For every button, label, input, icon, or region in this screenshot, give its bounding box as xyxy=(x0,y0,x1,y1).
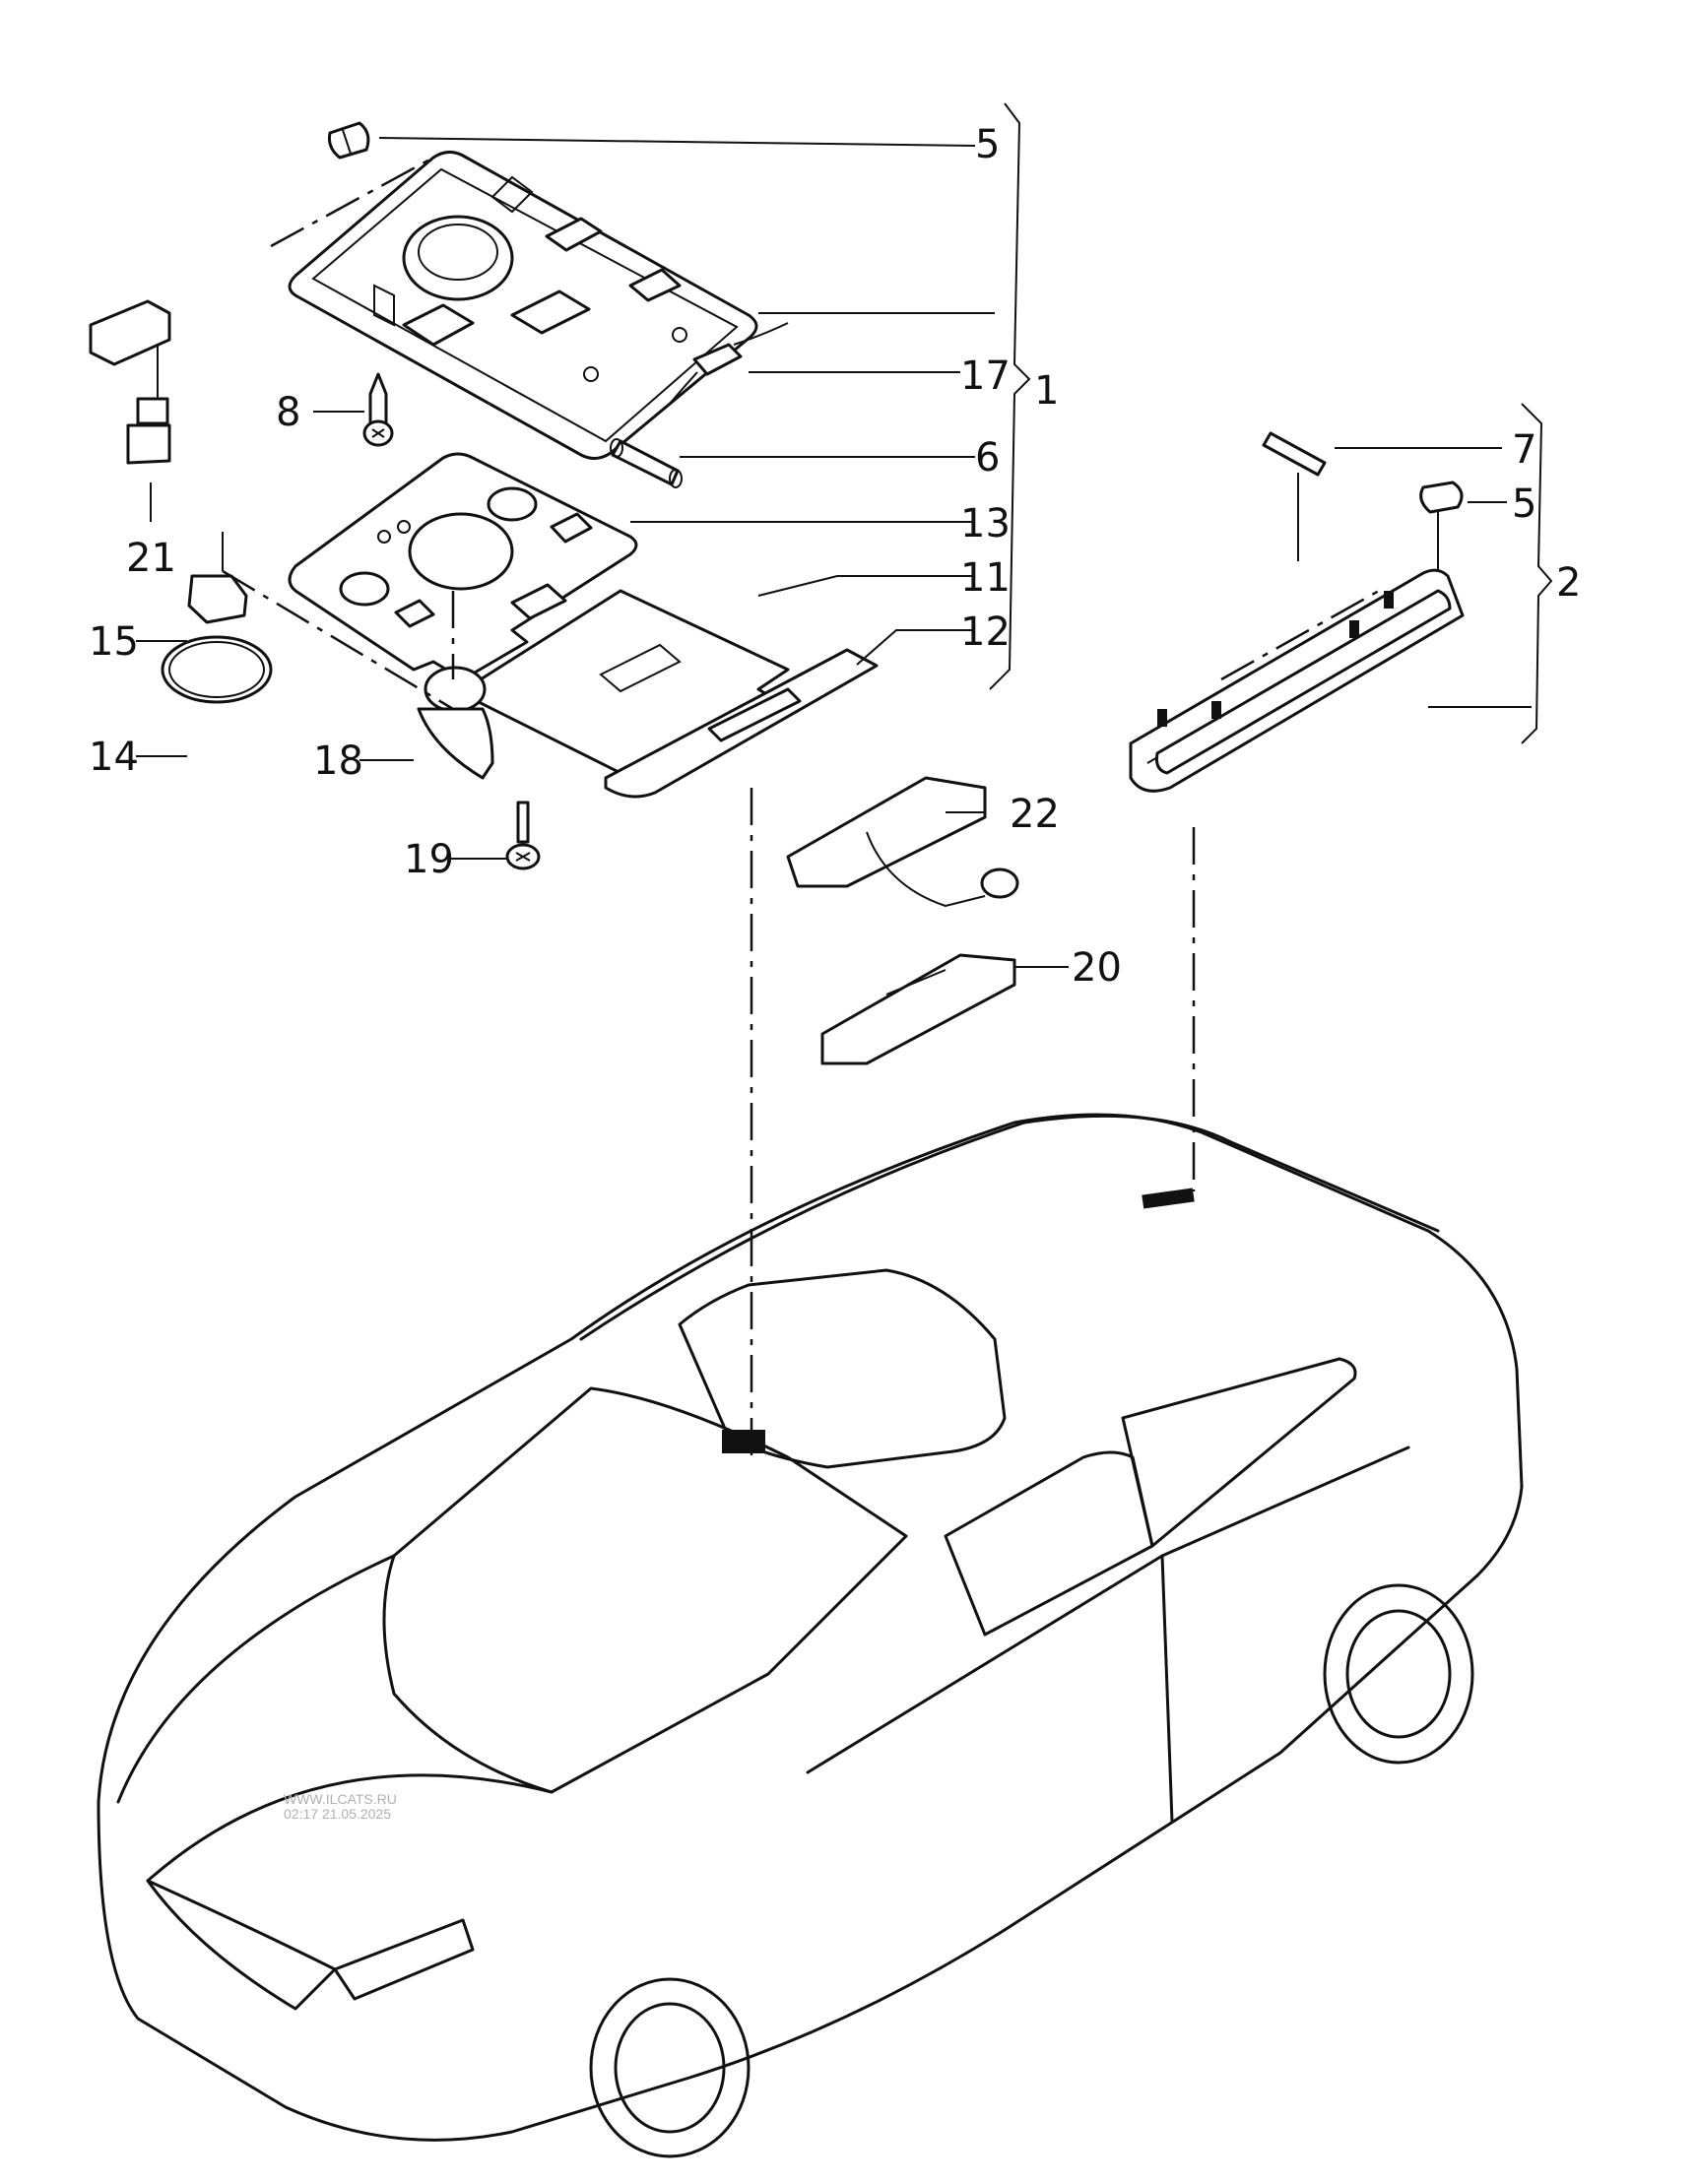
front-lamp-location xyxy=(722,1430,765,1453)
knob-18 xyxy=(417,666,494,780)
bracket-22 xyxy=(786,776,1019,908)
callout-12: 12 xyxy=(960,610,1011,655)
callout-labels: 5 17 1 8 6 13 11 12 21 15 14 18 19 22 20… xyxy=(89,122,1581,991)
wire-connector-17 xyxy=(669,322,789,405)
callout-14: 14 xyxy=(89,735,139,780)
callout-15: 15 xyxy=(89,619,139,665)
watermark-site: WWW.ILCATS.RU xyxy=(284,1791,397,1807)
callout-20: 20 xyxy=(1072,945,1122,991)
leader-lines xyxy=(136,102,1553,968)
car-body xyxy=(97,1113,1524,2158)
trim-frame-12 xyxy=(604,648,879,799)
callout-7: 7 xyxy=(1512,427,1536,473)
gasket-14 xyxy=(161,635,273,704)
callout-17: 17 xyxy=(960,353,1011,399)
bulb-5-rear xyxy=(1419,481,1464,514)
lens-plate-13 xyxy=(288,452,638,681)
screw-8 xyxy=(362,372,394,447)
callout-5-rear: 5 xyxy=(1512,482,1536,527)
callout-21: 21 xyxy=(126,536,176,581)
callout-5-top: 5 xyxy=(975,122,1000,167)
callout-6: 6 xyxy=(975,435,1000,481)
bulb-7 xyxy=(1262,431,1327,477)
callout-1: 1 xyxy=(1034,368,1059,414)
bulb-6 xyxy=(610,438,683,488)
callout-22: 22 xyxy=(1010,792,1060,837)
watermark-timestamp: 02:17 21.05.2025 xyxy=(284,1806,391,1822)
bracket-20 xyxy=(820,953,1016,1065)
callout-8: 8 xyxy=(276,390,300,435)
watermark: WWW.ILCATS.RU 02:17 21.05.2025 xyxy=(284,1792,397,1822)
switch-21 xyxy=(89,299,171,465)
rear-lamp-location xyxy=(1142,1188,1195,1209)
rear-lamp-2 xyxy=(1129,568,1465,793)
screw-19 xyxy=(505,801,541,870)
front-console-housing xyxy=(288,151,758,460)
callout-19: 19 xyxy=(404,837,454,882)
callout-2: 2 xyxy=(1556,560,1581,606)
callout-11: 11 xyxy=(960,555,1011,601)
callout-18: 18 xyxy=(313,739,363,784)
callout-13: 13 xyxy=(960,501,1011,546)
clip-15 xyxy=(187,532,248,624)
bulb-5-top xyxy=(328,121,370,160)
